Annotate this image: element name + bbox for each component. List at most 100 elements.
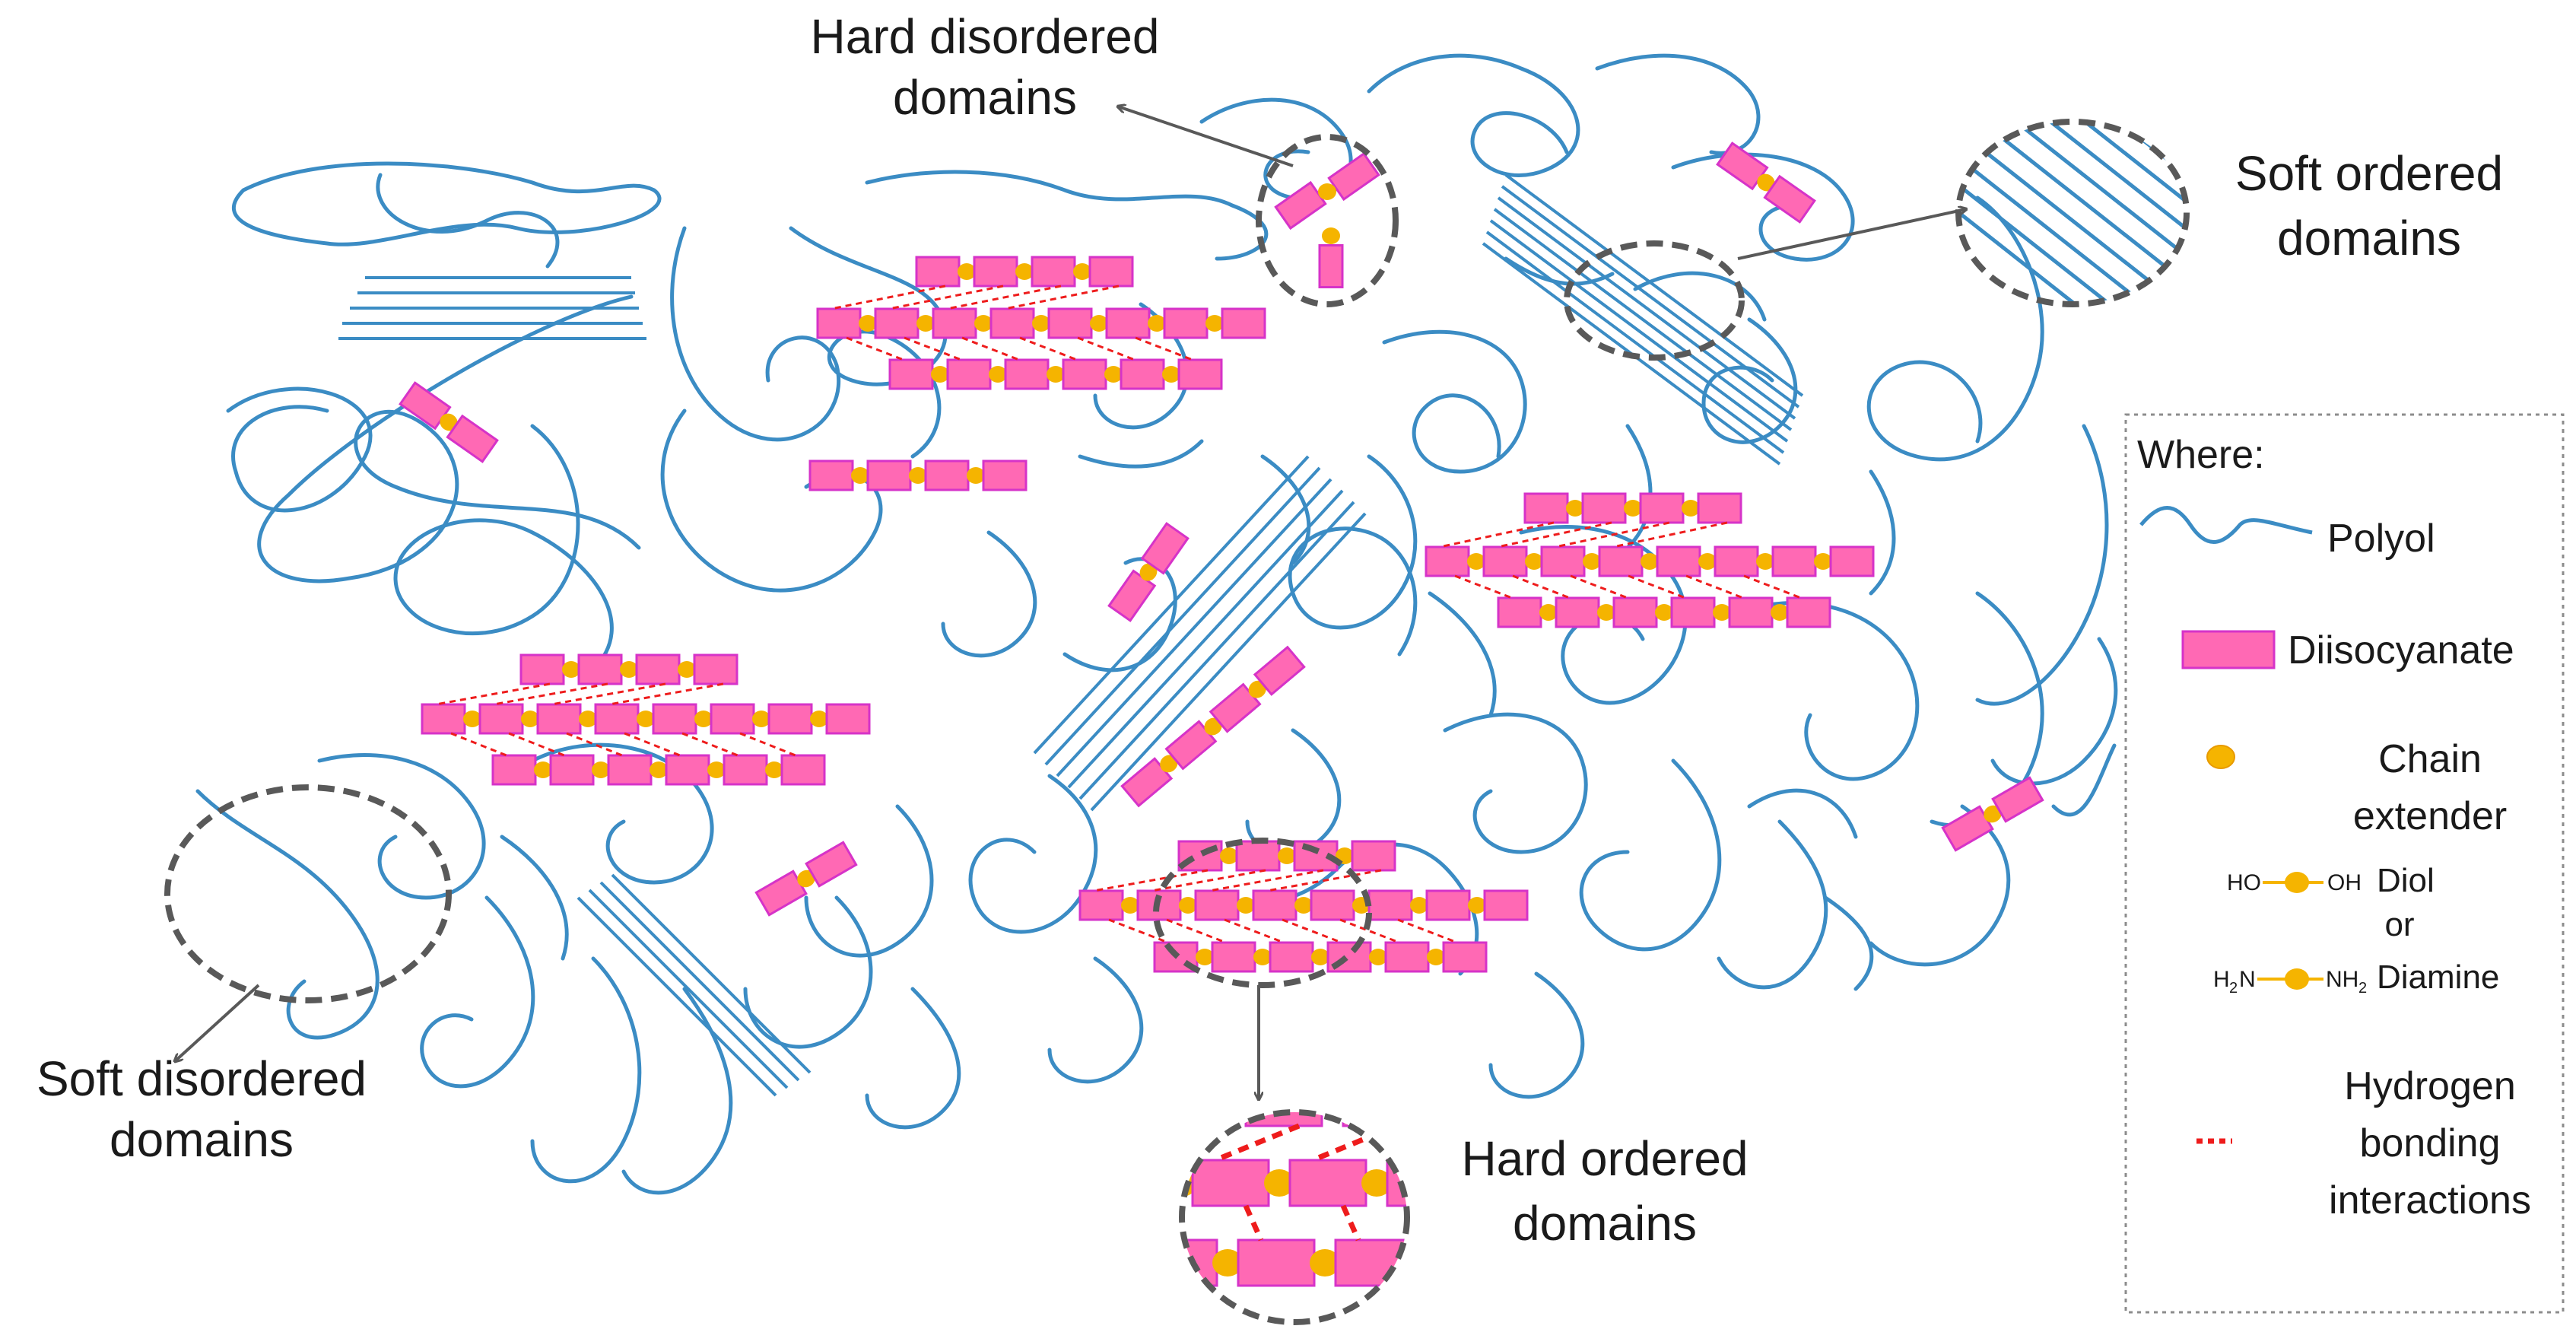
diisocyanate-segment [1004,358,1050,390]
hard-ordered-label-2: domains [1513,1196,1697,1251]
chain-extender-dot [1504,1249,1535,1277]
diisocyanate-segment [1555,596,1600,628]
diisocyanate-segment [693,653,738,685]
chain-extender-dot [1597,604,1615,621]
polyol-chain [1869,469,1896,596]
diisocyanate-segment [1031,256,1076,288]
polyol-chain [1747,788,1858,839]
hydrogen-bond [1004,285,1120,310]
chain-extender-legend-icon [2206,745,2235,769]
soft-ordered-domain-outline [1564,240,1745,361]
diamine-ext-icon [2285,968,2309,990]
diisocyanate-segment [1177,358,1223,390]
arrow-hard-disordered [1118,107,1294,167]
hard-disordered-label: Hard disordered [811,9,1160,64]
chain-extender-dot [1032,315,1050,332]
chain-extender-dot [1468,897,1486,914]
polyol-chain [968,774,1098,934]
diisocyanate-segment [874,307,920,339]
chain-extender-dot [1139,563,1158,581]
polyol-chain [226,386,373,513]
legend-diamine: Diamine [2377,959,2499,996]
chain-extender-dot [810,711,828,727]
chain-extender-dot [1148,315,1166,332]
arrow-soft-disordered [175,984,260,1061]
diamine-nh-sub: 2 [2358,980,2367,997]
polyol-chain [1245,728,1342,856]
stripe-bundle-center [1033,455,1367,812]
polyol-chain [1382,329,1527,474]
inset-stripes [1958,122,2187,304]
soft-disordered-domain-outline [164,784,452,1003]
diisocyanate-segment [1274,180,1327,231]
hydrogen-bond [1077,336,1136,361]
chain-extender-dot [851,467,869,484]
chain-extender-dot [1566,500,1584,517]
diisocyanate-segment [1252,889,1298,921]
hard-disordered-label-2: domains [893,70,1077,125]
chain-extender-dot [989,366,1007,383]
soft-ordered-label: Soft ordered [2235,146,2503,201]
domain-outlines [164,134,1745,1003]
legend-chain-extender-1: Chain [2378,737,2482,781]
angled-hard-segment [1274,180,1327,231]
chain-extender-dot [440,413,458,431]
chain-extender-dot [521,711,539,727]
diisocyanate-segment [1440,1080,1517,1126]
chain-extender-dot [562,661,580,678]
hydrogen-bond [1151,869,1266,892]
chain-extender-dot [1104,366,1123,383]
hydrogen-bond [1243,1204,1264,1242]
diisocyanate-segment [1235,840,1281,872]
chain-extender-dot [1121,897,1139,914]
hydrogen-bond [624,732,681,757]
chain-extender-dot [1196,949,1214,965]
angled-hard-segment [754,841,858,917]
diisocyanate-segment [1288,1159,1367,1207]
hydrogen-bond [1214,1123,1301,1163]
diisocyanate-segment [825,703,871,735]
diisocyanate-segment [1612,596,1658,628]
diisocyanate-segment [767,703,813,735]
diol-ho: HO [2227,870,2261,895]
hydrogen-bond [888,285,1004,310]
chain-extender-dot [1756,553,1774,570]
chain-extender-dot [1427,949,1445,965]
angled-hard-segment [1107,522,1190,622]
hydrogen-bond-lines [435,285,1802,944]
diisocyanate-segment [1120,358,1165,390]
chain-extender-dot [1237,897,1255,914]
chain-extender-dot [958,263,976,280]
diisocyanate-segment [1483,889,1529,921]
hard-segment-stacks [399,141,2044,973]
diisocyanate-segment [973,256,1018,288]
diisocyanate-segment [1639,492,1685,524]
soft-ordered-inset [1955,119,2190,307]
angled-hard-segment [1120,645,1306,808]
diisocyanate-segment [1728,596,1774,628]
chain-extender-dot [1311,949,1329,965]
hydrogen-bond [1166,918,1227,944]
diisocyanate-segment [652,703,697,735]
hydrogen-bond [1454,574,1513,599]
diisocyanate-segment [1237,1238,1316,1287]
chain-extender-dot [1090,315,1108,332]
diisocyanate-segment [594,703,640,735]
legend-hydrogen-2: bonding [2359,1121,2500,1165]
chain-extender-dot [1179,897,1197,914]
polyol-legend-icon [2139,506,2313,544]
legend-hydrogen-1: Hydrogen [2344,1064,2515,1108]
legend-chain-extender-2: extender [2353,794,2507,838]
diisocyanate-segment [915,256,961,288]
polyol-chain [1975,424,2109,706]
hydrogen-bond [1019,336,1078,361]
diisocyanate-segment [780,754,826,786]
angled-hard-segment [1941,776,2044,852]
diisocyanate-segment [1656,545,1701,577]
polyol-chain [530,956,642,1184]
chain-extender-dot [1264,1169,1294,1197]
hydrogen-bond [1612,521,1728,548]
legend-or: or [2384,906,2414,943]
diisocyanate-segment [1433,1240,1509,1286]
diisocyanate-segment [710,703,755,735]
